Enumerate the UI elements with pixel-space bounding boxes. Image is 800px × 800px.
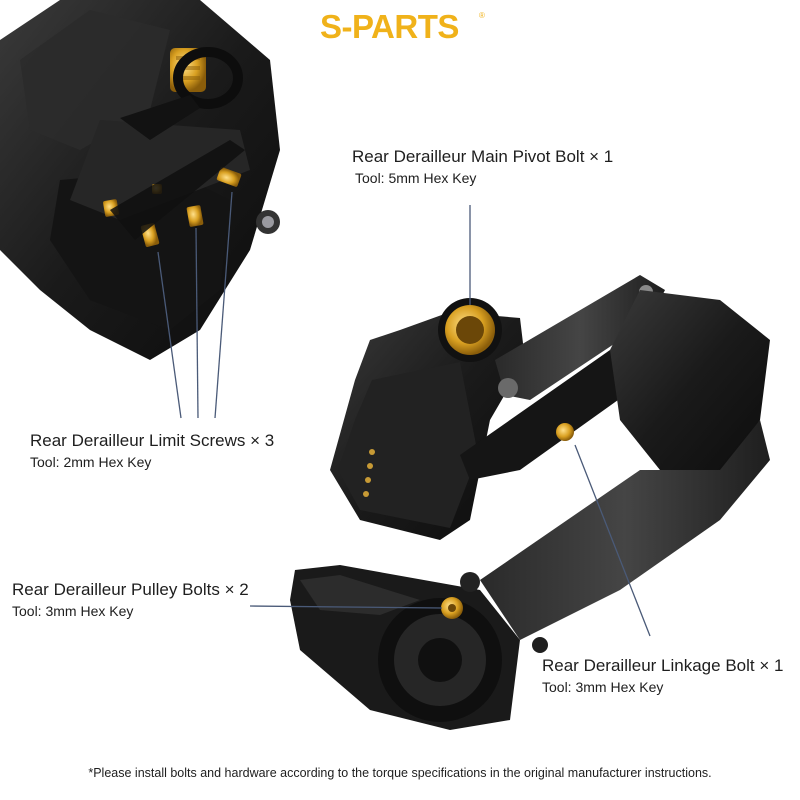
registered-mark: ®	[479, 11, 485, 20]
brand-logo-text: S-PARTS	[320, 8, 459, 45]
leader-line-limit-1	[157, 251, 182, 419]
derailleur-closeup	[0, 0, 280, 360]
leader-line-linkage	[574, 444, 651, 637]
callout-tool: Tool: 3mm Hex Key	[542, 679, 664, 695]
callout-main-pivot-bolt: Rear Derailleur Main Pivot Bolt × 1 Tool…	[352, 146, 613, 188]
derailleur-main	[290, 275, 770, 730]
leader-line-limit-2	[195, 227, 199, 419]
callout-tool: Tool: 2mm Hex Key	[30, 454, 152, 470]
callout-limit-screws: Rear Derailleur Limit Screws × 3 Tool: 2…	[30, 430, 274, 472]
footer-disclaimer: *Please install bolts and hardware accor…	[88, 766, 712, 780]
brand-logo: S-PARTS ®	[320, 8, 490, 48]
leader-line-pulley	[249, 605, 443, 609]
callout-linkage-bolt: Rear Derailleur Linkage Bolt × 1 Tool: 3…	[542, 655, 783, 697]
callout-title: Rear Derailleur Limit Screws × 3	[30, 431, 275, 450]
callout-title: Rear Derailleur Linkage Bolt × 1	[542, 656, 784, 675]
callout-pulley-bolts: Rear Derailleur Pulley Bolts × 2 Tool: 3…	[12, 579, 249, 621]
leader-line-limit-3	[214, 191, 233, 419]
callout-title: Rear Derailleur Main Pivot Bolt × 1	[352, 147, 614, 166]
linkage-bolt	[556, 423, 574, 441]
callout-title: Rear Derailleur Pulley Bolts × 2	[12, 580, 249, 599]
callout-tool: Tool: 5mm Hex Key	[355, 170, 477, 186]
leader-lines	[157, 191, 651, 637]
callout-tool: Tool: 3mm Hex Key	[12, 603, 134, 619]
